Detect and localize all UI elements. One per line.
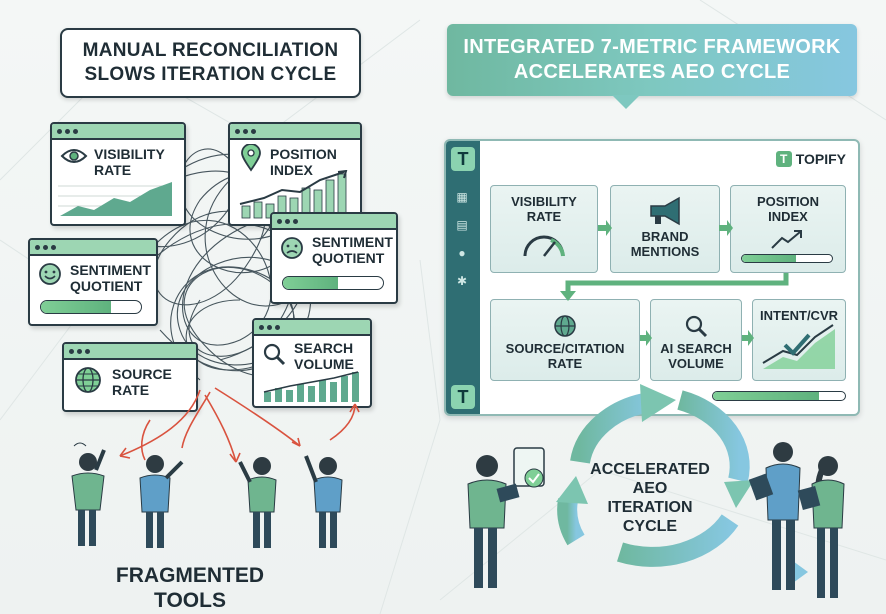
left-title-line2: SLOWS ITERATION CYCLE <box>84 64 337 85</box>
sentiment-progress-bar <box>40 300 142 314</box>
window-label-line1: SENTIMENT <box>312 234 393 250</box>
card-label-line1: INTENT/CVR <box>760 308 838 323</box>
trend-arrow-icon <box>771 230 802 249</box>
window-label-line2: VOLUME <box>294 356 354 372</box>
position-slider[interactable] <box>741 254 833 263</box>
globe-icon <box>554 315 576 337</box>
window-label-line1: POSITION <box>270 146 337 162</box>
window-search-volume: SEARCH VOLUME <box>252 318 372 408</box>
card-label-line1: BRAND <box>641 229 689 244</box>
window-position-index: POSITION INDEX <box>228 122 362 226</box>
cycle-line4: CYCLE <box>622 518 678 535</box>
window-label-line2: QUOTIENT <box>312 250 385 266</box>
person-icon <box>797 456 845 598</box>
cycle-line1: ACCELERATED <box>590 461 710 478</box>
banner-line1: INTEGRATED 7-METRIC FRAMEWORK <box>463 36 841 58</box>
window-label-line2: RATE <box>112 382 150 398</box>
progress-fill <box>283 277 338 289</box>
window-sentiment-quotient-smile: SENTIMENT QUOTIENT <box>28 238 158 326</box>
person-icon <box>71 442 106 546</box>
card-label-line1: AI SEARCH <box>660 341 732 356</box>
sad-face-icon <box>281 237 303 259</box>
card-label-line2: MENTIONS <box>630 244 700 259</box>
cycle-line3: ITERATION <box>607 499 693 516</box>
users-icon[interactable]: ● <box>458 246 466 260</box>
footer-line2: TOOLS <box>154 589 226 612</box>
person-icon <box>467 455 520 588</box>
progress-fill <box>713 392 819 400</box>
window-sentiment-quotient-sad: SENTIMENT QUOTIENT <box>270 212 398 304</box>
window-visibility-rate: VISIBILITY RATE <box>50 122 186 226</box>
cycle-line2: AEO <box>632 480 668 497</box>
progress-fill <box>41 301 111 313</box>
window-label-line1: SEARCH <box>294 340 354 356</box>
metric-card-intent-cvr[interactable]: INTENT/CVR <box>752 299 846 381</box>
footer-line1: FRAGMENTED <box>115 564 265 587</box>
smile-face-icon <box>39 263 61 285</box>
cycle-label: ACCELERATED AEO ITERATION CYCLE <box>585 460 715 536</box>
checkmark-chart-icon <box>762 324 835 369</box>
reports-icon[interactable]: ▤ <box>456 218 468 232</box>
fragmented-tools-label: FRAGMENTED TOOLS <box>90 563 290 613</box>
dashboard-sidebar: T ▦ ▤ ● ✱ T <box>446 141 480 414</box>
card-label-line1: SOURCE/CITATION <box>505 341 625 356</box>
left-title-box: MANUAL RECONCILIATION SLOWS ITERATION CY… <box>60 28 361 98</box>
sentiment-progress-bar <box>282 276 384 290</box>
banner-line2: ACCELERATES AEO CYCLE <box>513 61 791 83</box>
brand-text: TOPIFY <box>795 151 846 167</box>
red-arrows <box>119 387 360 463</box>
dashboard-grid-icon[interactable]: ▦ <box>456 190 468 204</box>
window-label-line2: INDEX <box>270 162 313 178</box>
magnifier-icon <box>263 343 286 366</box>
brand-logo-icon: T <box>775 151 792 167</box>
person-icon <box>304 455 343 548</box>
flow-arrows <box>560 220 789 346</box>
card-label-line1: VISIBILITY <box>511 194 577 209</box>
card-label-line2: RATE <box>547 356 583 371</box>
metric-card-source-citation-rate[interactable]: SOURCE/CITATION RATE <box>490 299 640 381</box>
bar-trend-chart-icon <box>263 371 359 402</box>
eye-icon <box>60 149 88 163</box>
window-label-line1: VISIBILITY <box>94 146 165 162</box>
area-chart-icon <box>58 182 172 216</box>
window-label-line2: RATE <box>94 162 132 178</box>
metric-card-brand-mentions[interactable]: BRAND MENTIONS <box>610 185 720 273</box>
window-label-line2: QUOTIENT <box>70 278 143 294</box>
checklist-icon <box>513 447 545 488</box>
topify-logo-icon[interactable]: T <box>451 147 475 171</box>
banner-pointer <box>612 95 640 109</box>
metric-card-visibility-rate[interactable]: VISIBILITY RATE <box>490 185 598 273</box>
location-pin-icon <box>241 144 261 172</box>
metric-card-position-index[interactable]: POSITION INDEX <box>730 185 846 273</box>
card-label-line2: RATE <box>526 209 562 224</box>
window-label-line1: SOURCE <box>112 366 172 382</box>
card-label-line2: INDEX <box>768 209 808 224</box>
gauge-icon <box>523 235 565 257</box>
right-banner: INTEGRATED 7-METRIC FRAMEWORK ACCELERATE… <box>447 24 857 96</box>
window-source-rate: SOURCE RATE <box>62 342 198 412</box>
person-icon <box>748 442 801 590</box>
globe-icon <box>75 367 101 393</box>
topify-footer-logo-icon: T <box>451 385 475 409</box>
slider-fill <box>742 255 796 262</box>
card-label-line2: VOLUME <box>668 356 724 371</box>
person-icon <box>139 455 184 548</box>
magnifier-icon <box>685 315 708 338</box>
left-title-line1: MANUAL RECONCILIATION <box>82 40 339 61</box>
person-icon <box>238 457 277 548</box>
bar-trend-chart-icon <box>239 170 348 219</box>
settings-gear-icon[interactable]: ✱ <box>456 274 468 288</box>
cycle-arrows <box>557 390 750 567</box>
window-label-line1: SENTIMENT <box>70 262 151 278</box>
card-label-line1: POSITION <box>756 194 820 209</box>
metric-card-ai-search-volume[interactable]: AI SEARCH VOLUME <box>650 299 742 381</box>
intent-cvr-progress-bar <box>712 391 846 401</box>
megaphone-icon <box>650 196 680 226</box>
